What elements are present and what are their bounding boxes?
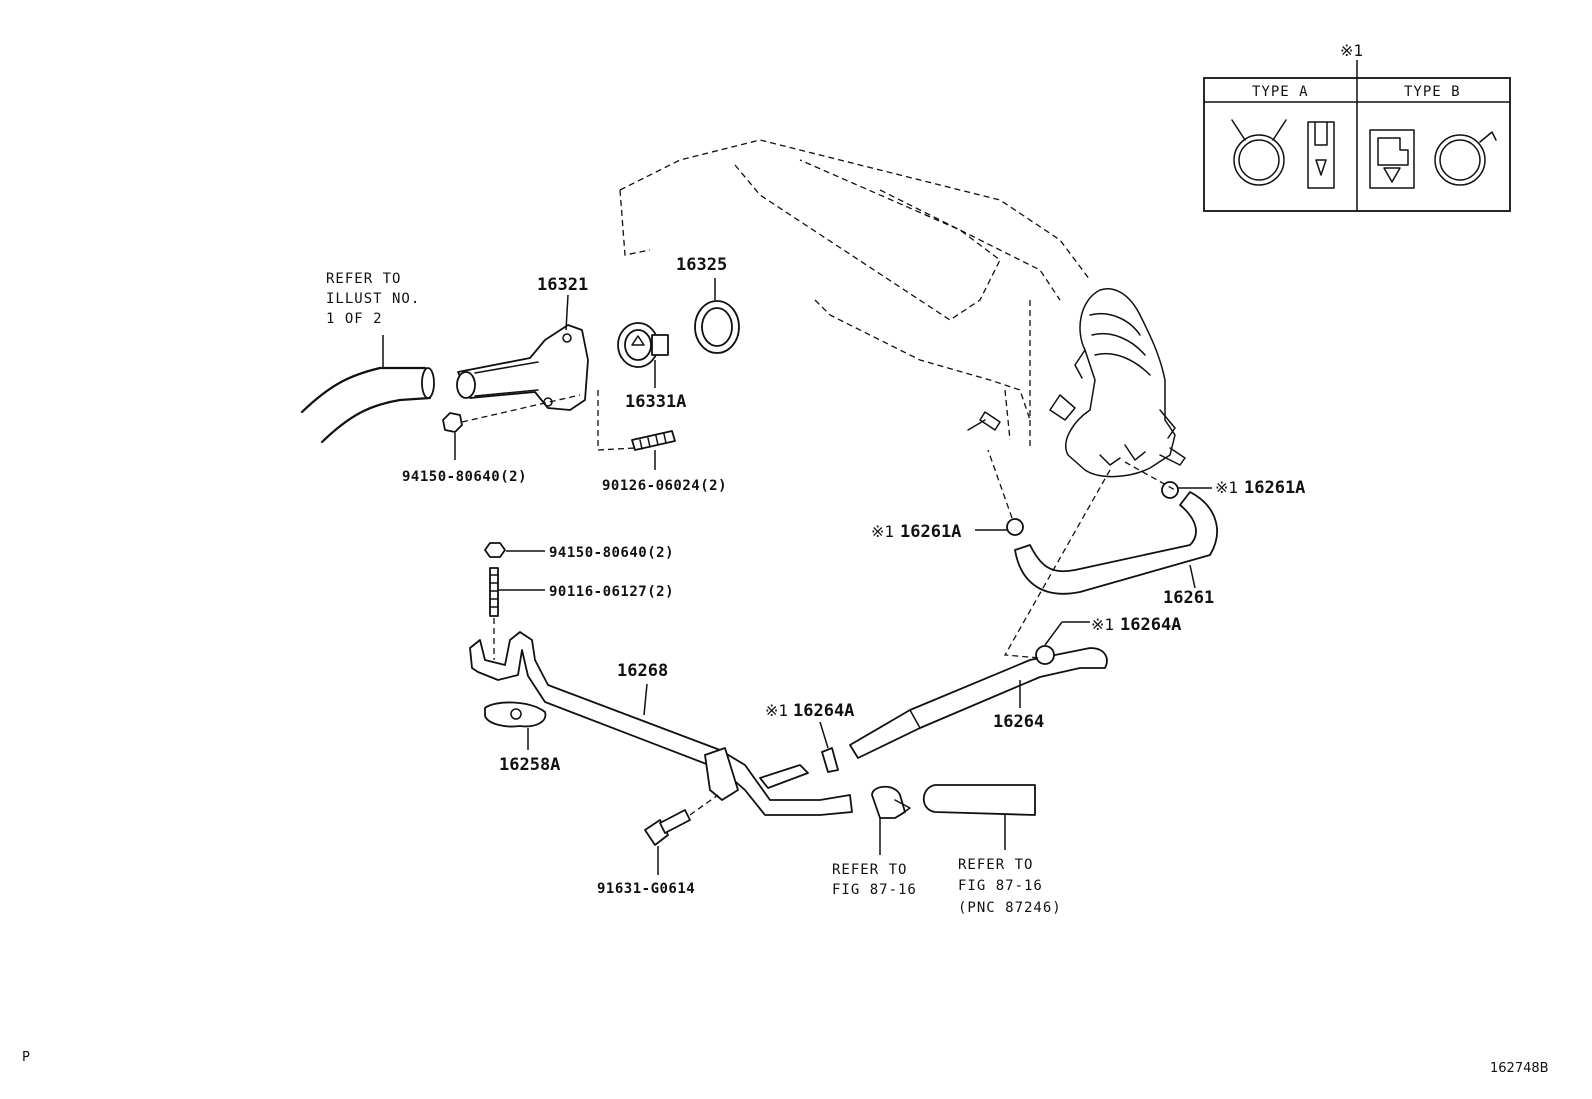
stud-90116 xyxy=(489,567,545,660)
refer-fig-b-line2: FIG 87-16 xyxy=(958,878,1043,894)
label-16261a-left: 16261A xyxy=(900,522,961,542)
hose-16264 xyxy=(849,647,1108,759)
label-16264a-left: 16264A xyxy=(793,701,854,721)
refer-fig-b-line3: (PNC 87246) xyxy=(958,900,1062,916)
clamp-16261a-right xyxy=(1161,481,1212,499)
footer-left-code: P xyxy=(22,1050,30,1065)
note-mark-1: ※1 xyxy=(765,701,788,720)
stud-90126 xyxy=(597,390,676,470)
label-16325: 16325 xyxy=(676,255,727,275)
guide-dash-1 xyxy=(1003,469,1111,659)
label-16261: 16261 xyxy=(1163,588,1214,608)
label-94150-top: 94150-80640(2) xyxy=(402,469,527,485)
refer-fig-a-line2: FIG 87-16 xyxy=(832,882,917,898)
label-16264: 16264 xyxy=(993,712,1044,732)
note-mark-2: ※1 xyxy=(1091,615,1114,634)
clamp-16264a-right xyxy=(1035,621,1090,665)
label-94150-mid: 94150-80640(2) xyxy=(549,545,674,561)
legend-type-a: TYPE A xyxy=(1252,84,1309,100)
refer-fig-a-line1: REFER TO xyxy=(832,862,907,878)
legend-type-b: TYPE B xyxy=(1404,84,1461,100)
illustration-number: 162748B xyxy=(1490,1061,1549,1076)
label-16331a: 16331A xyxy=(625,392,686,412)
note-mark-4: ※1 xyxy=(1215,478,1238,497)
refer-fig-b-line1: REFER TO xyxy=(958,857,1033,873)
refer-illust-line1: REFER TO xyxy=(326,271,401,287)
label-16258a: 16258A xyxy=(499,755,560,775)
hose-16261 xyxy=(1014,491,1218,595)
label-16264a-right: 16264A xyxy=(1120,615,1181,635)
water-inlet-16321 xyxy=(456,294,589,411)
nut-94150-top xyxy=(442,394,581,460)
refer-illust-line3: 1 OF 2 xyxy=(326,311,383,327)
bypass-fitting xyxy=(967,411,1001,431)
clamp-16264a-left xyxy=(819,721,839,773)
label-91631: 91631-G0614 xyxy=(597,881,695,897)
legend-mark: ※1 xyxy=(1340,41,1363,60)
label-16261a-right: 16261A xyxy=(1244,478,1305,498)
clamp-type-legend xyxy=(1203,60,1511,212)
gasket-16325 xyxy=(694,278,740,354)
hose-left-refer xyxy=(300,335,435,444)
label-16268: 16268 xyxy=(617,661,668,681)
thermostat-16331a xyxy=(617,322,669,388)
bolt-91631 xyxy=(644,794,719,875)
engine-outline xyxy=(619,139,1091,450)
refer-illust-line2: ILLUST NO. xyxy=(326,291,420,307)
gasket-16258a xyxy=(484,701,547,750)
label-90126: 90126-06024(2) xyxy=(602,478,727,494)
nut-94150-mid xyxy=(484,542,545,558)
hose-refer-pnc xyxy=(922,784,1036,850)
label-90116: 90116-06127(2) xyxy=(549,584,674,600)
clamp-16261a-left xyxy=(975,449,1024,536)
hose-clip-refer xyxy=(871,785,911,855)
pipe-16268 xyxy=(469,631,853,816)
throttle-body xyxy=(1049,288,1186,478)
label-16321: 16321 xyxy=(537,275,588,295)
note-mark-3: ※1 xyxy=(871,522,894,541)
